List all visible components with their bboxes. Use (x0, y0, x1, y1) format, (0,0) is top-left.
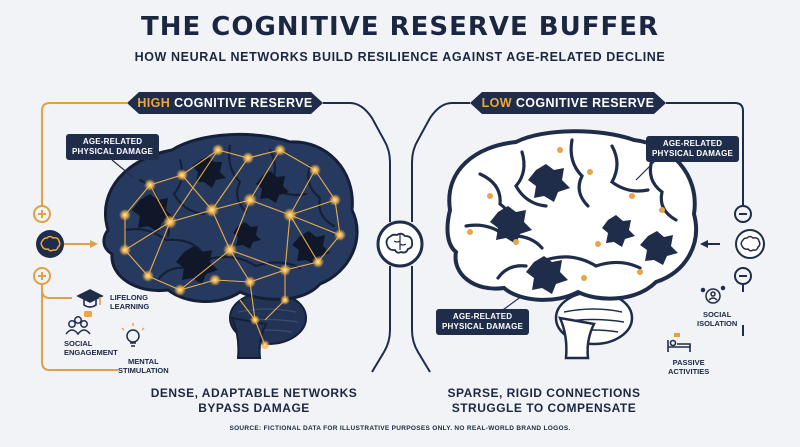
isolated-person-icon (700, 285, 726, 304)
factor-label-line: MENTAL (127, 357, 159, 366)
right-arrowhead (700, 240, 708, 248)
banner-label-right: COGNITIVE RESERVE (511, 96, 655, 110)
factor-label-line: ACTIVITIES (668, 367, 710, 376)
factor-mental-stimulation: MENTAL STIMULATION (118, 357, 169, 375)
caption-line-2: STRUGGLE TO COMPENSATE (451, 401, 637, 415)
bed-icon (667, 333, 691, 352)
factor-social-isolation: SOCIAL ISOLATION (697, 310, 737, 328)
caption-line-2: BYPASS DAMAGE (198, 401, 310, 415)
factor-label-line: LEARNING (110, 302, 150, 311)
factor-social-engagement: SOCIAL ENGAGEMENT (64, 339, 118, 357)
caption-line-1: SPARSE, RIGID CONNECTIONS (447, 386, 641, 400)
right-damage-callout-top: AGE-RELATED PHYSICAL DAMAGE (646, 136, 740, 162)
callout-line-2: PHYSICAL DAMAGE (652, 149, 734, 158)
left-brain-badge (36, 230, 64, 258)
factor-label-line: SOCIAL (64, 339, 93, 348)
people-icon (65, 311, 92, 336)
right-brain-badge (735, 229, 765, 259)
source-note: SOURCE: FICTIONAL DATA FOR ILLUSTRATIVE … (229, 425, 571, 432)
graduation-cap-icon (76, 289, 104, 308)
callout-line-1: AGE-RELATED (452, 312, 513, 321)
right-minus-badge-bottom (734, 267, 752, 285)
factor-label-line: PASSIVE (672, 358, 705, 367)
neural-nodes-sparse (467, 147, 665, 281)
left-arrowhead (90, 240, 98, 248)
callout-line-2: PHYSICAL DAMAGE (72, 147, 154, 156)
factor-label-line: SOCIAL (702, 310, 732, 319)
factor-label-line: LIFELONG (110, 293, 148, 302)
left-caption: DENSE, ADAPTABLE NETWORKS BYPASS DAMAGE (124, 386, 384, 416)
callout-line-2: PHYSICAL DAMAGE (442, 322, 524, 331)
factor-passive-activities: PASSIVE ACTIVITIES (668, 358, 709, 376)
factor-label-line: ENGAGEMENT (64, 348, 118, 357)
caption-line-1: DENSE, ADAPTABLE NETWORKS (150, 386, 358, 400)
banner-label-left: COGNITIVE RESERVE (170, 96, 313, 110)
factor-label-line: ISOLATION (697, 319, 738, 328)
page-subtitle: HOW NEURAL NETWORKS BUILD RESILIENCE AGA… (134, 50, 666, 64)
low-reserve-brain (445, 129, 698, 360)
callout-line-1: AGE-RELATED (662, 139, 723, 148)
banner-highlight-low: LOW (481, 96, 512, 110)
callout-line-1: AGE-RELATED (82, 137, 143, 146)
high-reserve-banner: HIGH COGNITIVE RESERVE (127, 92, 323, 114)
low-reserve-banner: LOW COGNITIVE RESERVE (470, 92, 666, 114)
center-brain-node (376, 220, 424, 268)
neural-nodes-glowing (119, 144, 346, 350)
page-title: THE COGNITIVE RESERVE BUFFER (140, 12, 660, 42)
right-caption: SPARSE, RIGID CONNECTIONS STRUGGLE TO CO… (414, 386, 674, 416)
factor-label-line: STIMULATION (118, 366, 169, 375)
left-plus-badge-top (33, 205, 51, 223)
left-plus-badge-bottom (33, 267, 51, 285)
factor-lifelong-learning: LIFELONG LEARNING (110, 293, 149, 311)
right-minus-badge-top (734, 205, 752, 223)
banner-highlight-high: HIGH (137, 96, 171, 110)
lightbulb-icon (121, 323, 145, 347)
high-reserve-brain (102, 132, 359, 359)
left-damage-callout: AGE-RELATED PHYSICAL DAMAGE (66, 134, 160, 160)
navy-connector-lines (323, 102, 744, 373)
right-damage-callout-bottom: AGE-RELATED PHYSICAL DAMAGE (436, 309, 530, 335)
